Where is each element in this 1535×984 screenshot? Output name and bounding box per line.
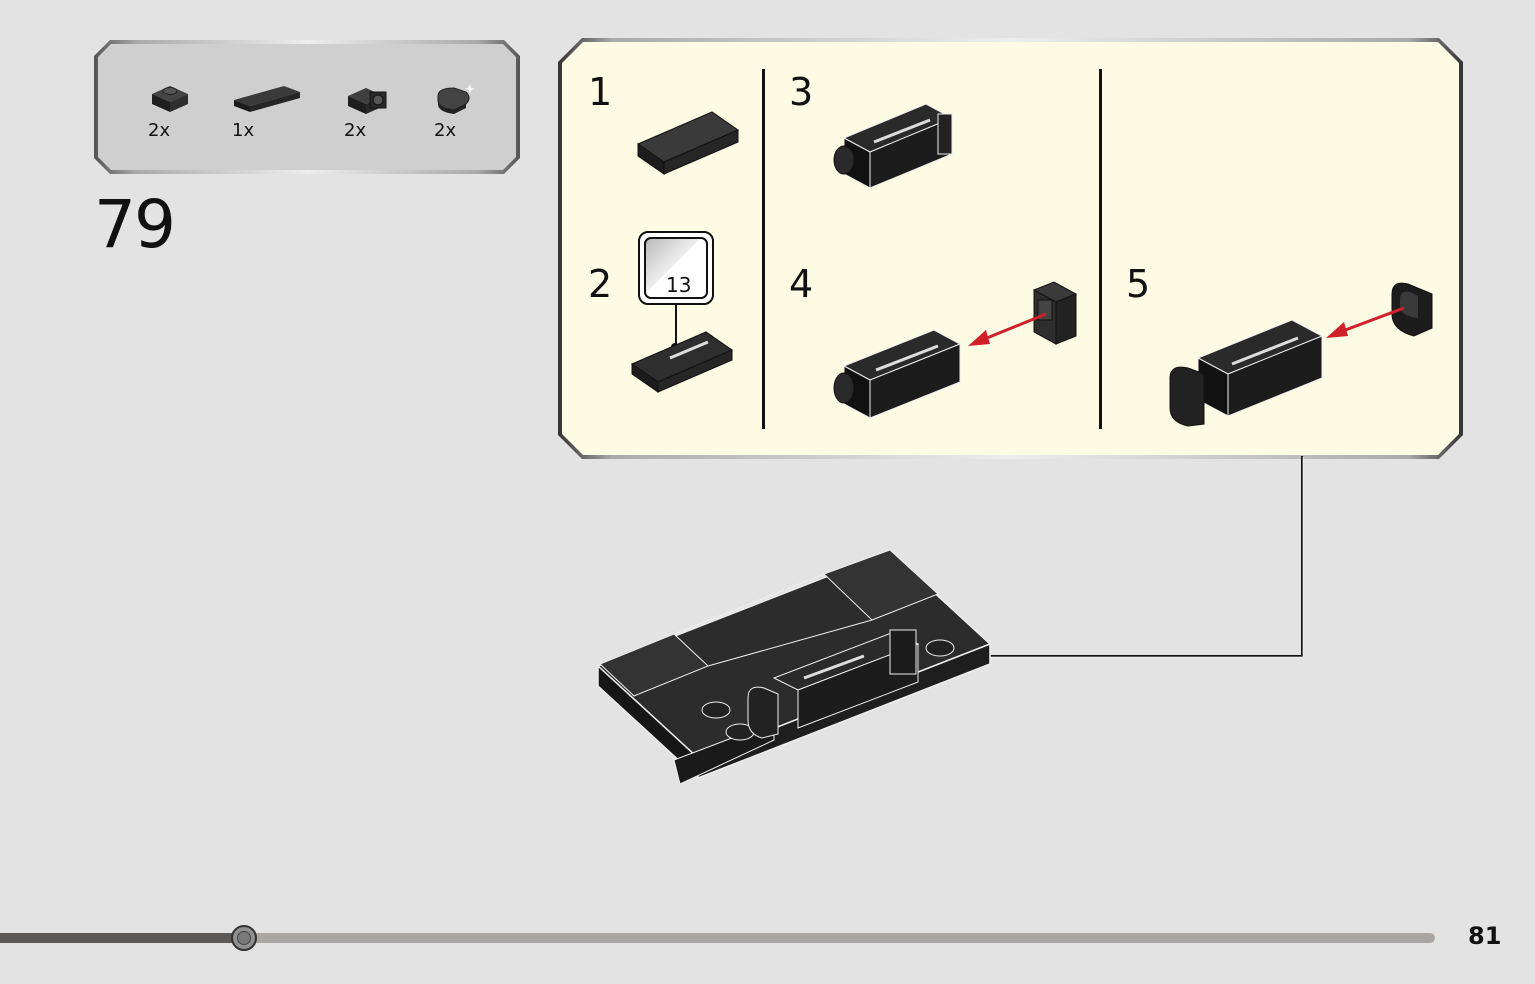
round-tile-illustration (1391, 282, 1433, 337)
bracket-1x1-icon (348, 88, 387, 114)
part-qty: 2x (434, 120, 457, 141)
round-tile-icon (437, 84, 475, 114)
assembly-illustration (1169, 319, 1324, 427)
stickered-tile-illustration (630, 331, 734, 393)
sparkle-icon (465, 84, 475, 94)
substep-number: 3 (789, 70, 814, 114)
substep-number: 1 (588, 70, 613, 114)
assembly-illustration (833, 329, 962, 419)
substep-number: 4 (789, 262, 814, 306)
assembly-illustration (833, 103, 954, 189)
part-qty: 2x (344, 120, 367, 141)
plate-1x1-icon (152, 86, 188, 112)
progress-knob (231, 925, 257, 951)
bracket-illustration (1032, 281, 1078, 345)
substep-number: 2 (588, 262, 613, 306)
parts-list-box: 2x 1x 2x 2x (94, 40, 520, 174)
main-model-illustration (596, 549, 992, 785)
page-number: 81 (1468, 922, 1502, 950)
part-qty: 1x (232, 120, 255, 141)
sticker-callout: 13 (638, 231, 714, 305)
progress-fill (0, 933, 244, 943)
arrow-red (968, 312, 1047, 346)
tile-1x2-icon (234, 86, 300, 112)
sticker-pointer (675, 305, 677, 347)
tile-illustration (636, 111, 740, 175)
substep-divider (762, 69, 765, 429)
part-qty: 2x (148, 120, 171, 141)
step-number: 79 (94, 186, 176, 263)
sticker-number: 13 (666, 273, 692, 297)
arrow-red (1326, 306, 1405, 338)
substep-divider (1099, 69, 1102, 429)
progress-track (0, 933, 1435, 943)
substep-number: 5 (1126, 262, 1151, 306)
